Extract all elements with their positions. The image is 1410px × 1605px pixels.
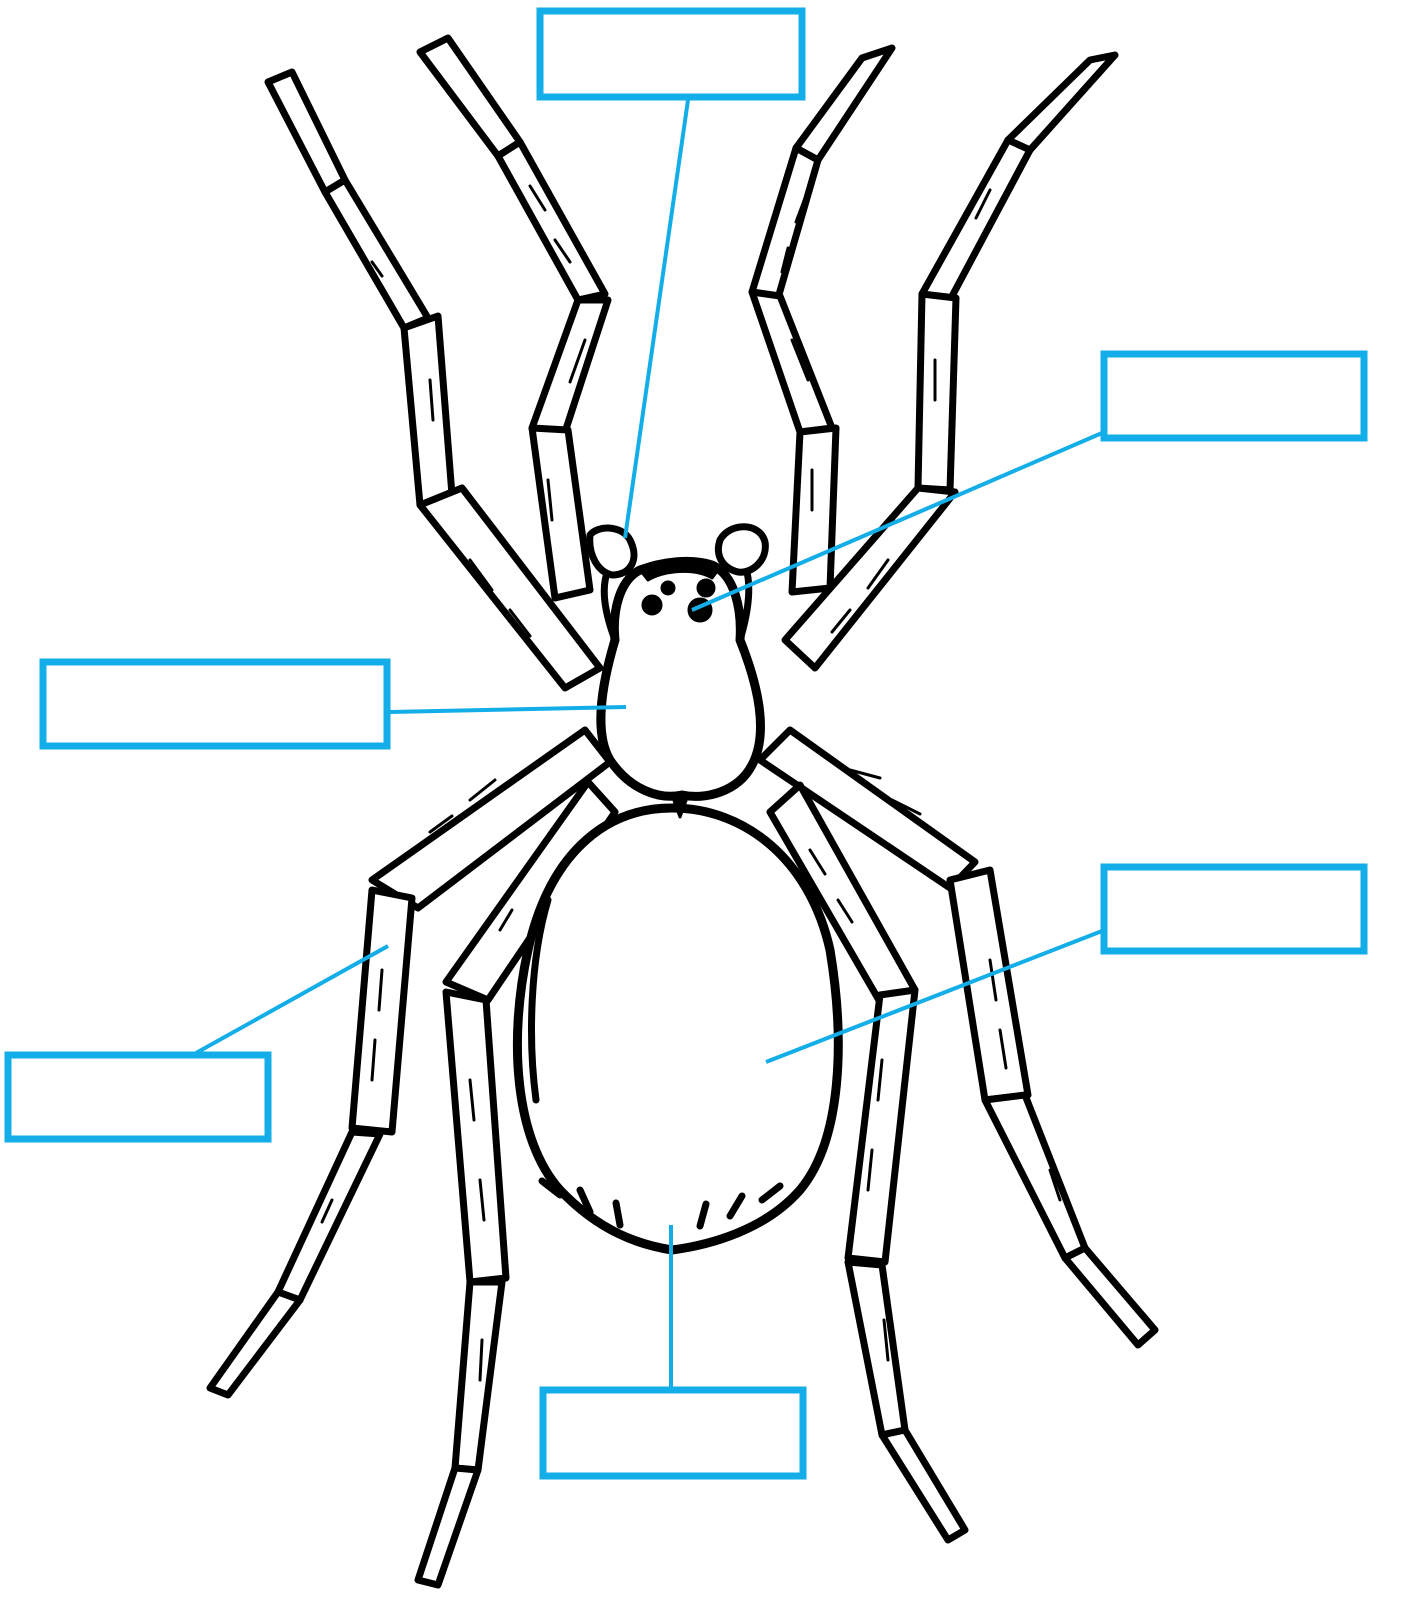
leg-right-1 [785, 55, 1115, 668]
spider-illustration [210, 38, 1155, 1585]
label-box-abdomen[interactable] [1104, 867, 1364, 951]
label-box-chelicerae[interactable] [540, 11, 802, 97]
label-box-leg[interactable] [8, 1055, 268, 1139]
cephalothorax-body [601, 561, 761, 796]
abdomen-body [517, 808, 838, 1250]
label-box-cephalothorax[interactable] [43, 662, 387, 746]
leader-line-eyes [692, 433, 1102, 610]
label-box-spinnerets[interactable] [543, 1390, 803, 1476]
leg-right-2 [752, 48, 892, 592]
chelicera-right [718, 527, 765, 572]
leader-line-cephalothorax [390, 707, 626, 712]
leader-line-chelicerae [625, 100, 688, 538]
label-box-eyes[interactable] [1104, 354, 1364, 438]
